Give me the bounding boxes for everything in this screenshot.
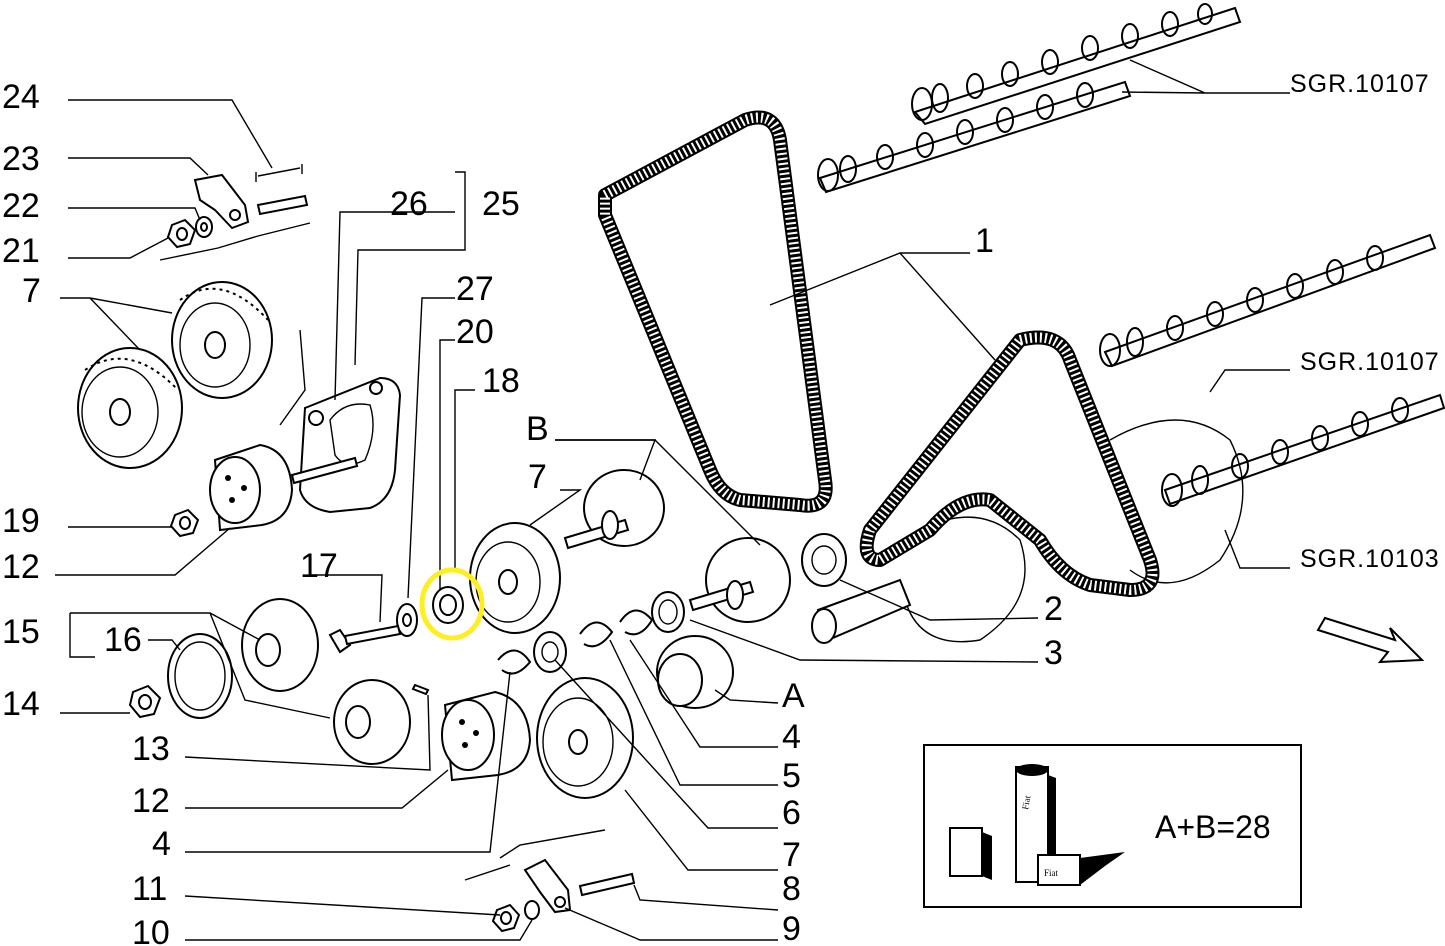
- reference-sgr-10107-lower: SGR.10107: [1300, 348, 1440, 376]
- part-8-stud: [578, 872, 636, 897]
- part-16-seal: [167, 633, 233, 719]
- part-17-bolt: [328, 624, 402, 654]
- pulley-7-lower: [536, 677, 634, 799]
- callout-7-center: 7: [528, 458, 547, 496]
- part-11-nut: [491, 903, 521, 933]
- callout-14: 14: [2, 685, 40, 723]
- callout-2: 2: [1044, 590, 1063, 628]
- leader-lines: [55, 59, 1290, 941]
- part-10-washer: [524, 900, 540, 920]
- timing-belt-lower: [859, 330, 1160, 597]
- callout-26: 26: [390, 185, 428, 223]
- part-2-bearing: [801, 533, 847, 587]
- callout-16: 16: [104, 621, 142, 659]
- callout-18: 18: [482, 362, 520, 400]
- callout-4-right: 4: [782, 718, 801, 756]
- callout-7-left: 7: [22, 272, 41, 310]
- part-3-roller: [811, 578, 912, 644]
- part-20-washer: [432, 586, 464, 624]
- note-box: Fiat Fiat A+B=28: [923, 744, 1302, 908]
- callout-25: 25: [482, 185, 520, 223]
- pulley-7-upper-rear: [171, 281, 273, 399]
- part-24-stud: [255, 164, 309, 216]
- callout-8: 8: [782, 870, 801, 908]
- shaft-b-pulley-lower: [688, 537, 791, 623]
- camshaft-lower-pair: [904, 233, 1445, 643]
- note-formula: A+B=28: [1155, 809, 1271, 845]
- callout-5: 5: [782, 757, 801, 795]
- callout-20: 20: [456, 313, 494, 351]
- part-23-bracket: [193, 173, 250, 230]
- timing-belt-upper: [598, 110, 833, 513]
- reference-sgr-10103: SGR.10103: [1300, 545, 1440, 573]
- part-19-nut: [169, 508, 200, 538]
- callout-23: 23: [2, 140, 40, 178]
- callout-labels: 24 23 22 21 7 19 12 15 16 14 13 12 4 11 …: [2, 70, 1440, 946]
- callout-21: 21: [2, 232, 40, 270]
- direction-arrow-icon: [1316, 616, 1425, 664]
- lubricant-tube-icon: Fiat Fiat: [949, 764, 1125, 886]
- callout-22: 22: [2, 187, 40, 225]
- callout-13: 13: [132, 730, 170, 768]
- part-13-key: [411, 683, 430, 696]
- idler-12-lower: [441, 690, 532, 782]
- part-22-washer: [195, 216, 213, 238]
- rings-4-5-6: [497, 591, 685, 675]
- highlight-ring: [419, 567, 485, 641]
- callout-19: 19: [2, 502, 40, 540]
- camshaft-upper-pair: [817, 3, 1242, 194]
- pulley-7-upper-front: [77, 347, 183, 469]
- callout-27: 27: [456, 270, 494, 308]
- brand-text-tube: Fiat: [1020, 794, 1032, 810]
- callout-11: 11: [132, 870, 167, 908]
- idler-12-upper: [209, 443, 294, 532]
- pulley-7-center: [469, 522, 561, 634]
- callout-7-right: 7: [782, 836, 801, 874]
- part-14-nut: [128, 684, 162, 719]
- callout-6: 6: [782, 794, 801, 832]
- callout-15: 15: [2, 613, 40, 651]
- gear-a: [656, 635, 734, 709]
- callout-24: 24: [2, 78, 40, 116]
- reference-sgr-10107-upper: SGR.10107: [1290, 70, 1430, 98]
- gear-15-lower: [333, 679, 411, 765]
- callout-17: 17: [300, 547, 338, 585]
- gear-15-upper: [241, 598, 319, 692]
- part-21-nut: [166, 218, 197, 249]
- tensioner-bracket: [290, 376, 402, 514]
- callout-12-lower: 12: [132, 782, 170, 820]
- part-27-washer: [396, 603, 418, 637]
- callout-1: 1: [975, 222, 994, 260]
- callout-3: 3: [1044, 634, 1063, 672]
- callout-10: 10: [132, 914, 170, 946]
- callout-b: B: [526, 410, 549, 448]
- brand-text-box: Fiat: [1044, 868, 1059, 878]
- callout-12-upper: 12: [2, 548, 40, 586]
- shaft-b-pulley-upper: [563, 469, 665, 550]
- callout-9: 9: [782, 910, 801, 946]
- callout-4-left: 4: [152, 825, 171, 863]
- callout-a: A: [782, 677, 805, 715]
